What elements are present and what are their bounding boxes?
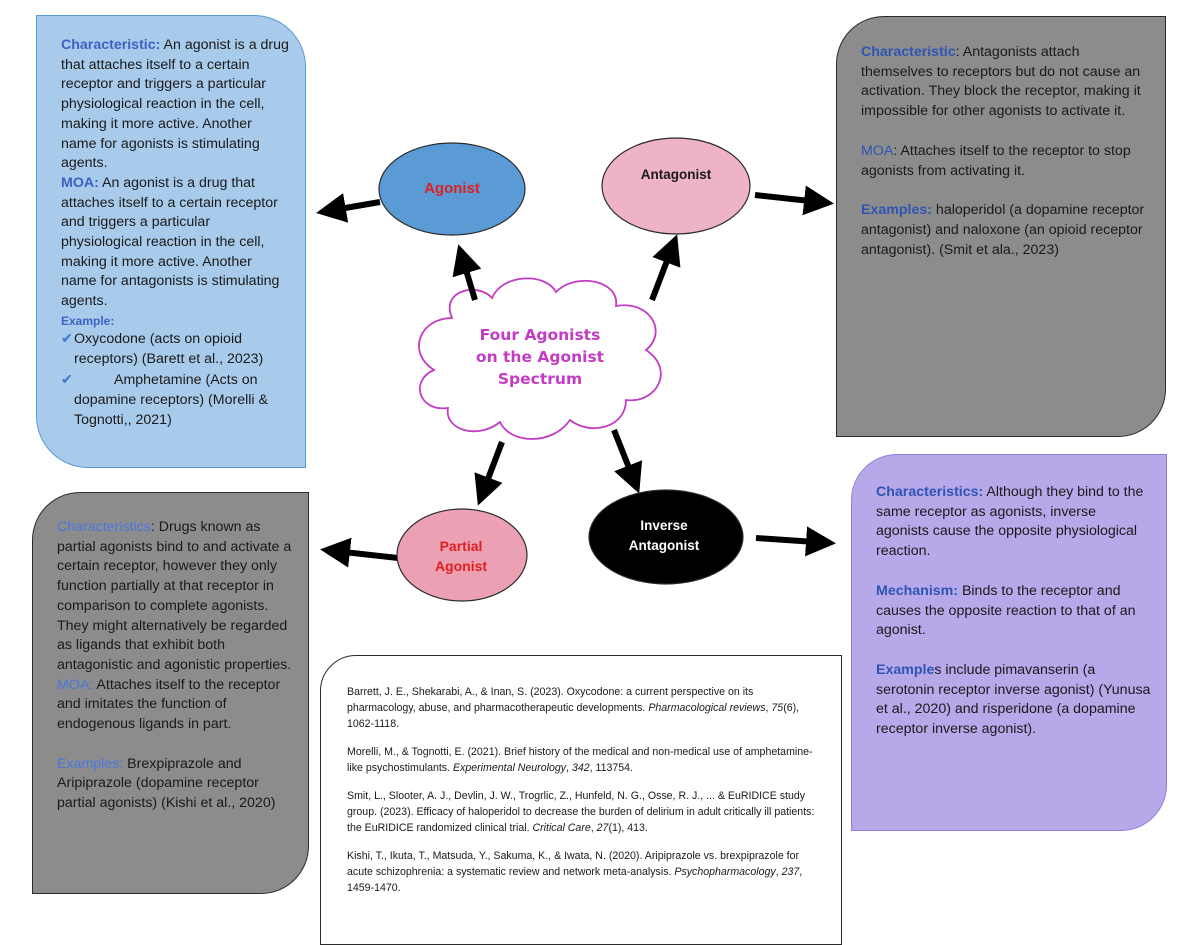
antagonist-examples-text: haloperidol (a dopamine receptor antagon… [861,202,1145,258]
agonist-node [378,142,526,236]
inverse-antagonist-label-line-1: Inverse [640,518,688,533]
inverse-antagonist-label-line-2: Antagonist [628,538,700,553]
arrow-inverse-to-box [755,526,836,557]
agonist-label: Agonist [424,180,480,197]
reference-item: Morelli, M., & Tognotti, E. (2021). Brie… [347,746,813,774]
reference-pages: , 113754. [589,762,634,774]
partial-examples-label: Examples: [57,755,124,772]
reference-volume: 27 [596,822,609,834]
reference-pages: (6), 1062-1118. [347,702,800,730]
agonist-example-item: ✔ Oxycodone (acts on opioid receptors) (… [61,330,291,369]
agonist-example-text: Amphetamine (Acts on dopamine receptors)… [74,372,268,428]
antagonist-examples-label: Examples: [861,202,932,219]
agonist-moa-text: An agonist is a drug that attaches itsel… [61,174,280,310]
reference-pages: (1), 413. [608,822,648,834]
reference-journal: Critical Care [532,822,591,834]
reference-text: Barrett, J. E., Shekarabi, A., & Inan, S… [347,686,754,714]
partial-characteristics-text: : Drugs known as partial agonists bind t… [57,519,292,673]
inverse-examples-label: Example [876,661,935,678]
reference-volume: 237 [781,866,800,878]
arrow-agonist-to-box [316,193,381,223]
partial-examples-text: Brexpiprazole and Aripiprazole (dopamine… [57,755,276,812]
inverse-characteristics-label: Characteristics: [876,484,984,500]
partial-moa-text: Attaches itself to the receptor and imit… [57,676,281,733]
reference-text: Kishi, T., Ikuta, T., Matsuda, Y., Sakum… [347,850,800,878]
inverse-examples-text: s include pimavanserin (a serotonin rece… [876,661,1151,738]
center-title-line-3: Spectrum [497,370,583,388]
partial-agonist-node [396,508,528,602]
partial-moa: MOA: Attaches itself to the receptor and… [57,676,294,735]
partial-examples: Examples: Brexpiprazole and Aripiprazole… [57,755,294,814]
antagonist-info-box: Characteristic: Antagonists attach thems… [836,16,1166,437]
reference-journal: Experimental Neurology [452,762,567,774]
checkmark-icon: ✔ [61,372,73,389]
agonist-characteristic: Characteristic: An agonist is a drug tha… [61,36,291,174]
center-cloud [418,277,662,440]
agonist-characteristic-label: Characteristic: [61,37,161,53]
arrow-partial-to-box [320,537,399,568]
inverse-antagonist-label: Inverse Antagonist [604,516,724,556]
arrow-to-agonist [452,244,482,301]
agonist-characteristic-text: An agonist is a drug that attaches itsel… [61,37,289,172]
arrow-to-inverse [611,428,643,494]
inverse-mechanism-text: Binds to the receptor and causes the opp… [876,582,1136,639]
agonist-example-text: Oxycodone (acts on opioid receptors) (Ba… [74,330,264,367]
reference-item: Barrett, J. E., Shekarabi, A., & Inan, S… [347,686,800,730]
inverse-antagonist-node [588,489,744,585]
inverse-antagonist-info-box: Characteristics: Although they bind to t… [851,454,1167,831]
inverse-characteristics: Characteristics: Although they bind to t… [876,483,1152,562]
antagonist-characteristic-label: Characteristic [861,44,956,60]
antagonist-moa-text: : Attaches itself to the receptor to sto… [861,142,1131,179]
center-title-line-1: Four Agonists [479,326,601,344]
partial-moa-label: MOA: [57,676,94,693]
reference-text: Morelli, M., & Tognotti, E. (2021). Brie… [347,746,813,774]
antagonist-characteristic: Characteristic: Antagonists attach thems… [861,43,1145,122]
agonist-moa: MOA: An agonist is a drug that attaches … [61,174,291,312]
partial-agonist-label-line-1: Partial [439,538,483,554]
reference-item: Smit, L., Slooter, A. J., Devlin, J. W.,… [347,790,815,834]
antagonist-node [601,137,751,235]
antagonist-moa: MOA: Attaches itself to the receptor to … [861,142,1145,181]
reference-volume: 342 [571,762,590,774]
arrow-antagonist-to-box [754,185,834,216]
checkmark-icon: ✔ [61,330,73,347]
antagonist-label: Antagonist [640,167,712,182]
center-title-line-2: on the Agonist [475,348,605,366]
arrow-to-partial [474,440,505,506]
agonist-example-label: Example: [61,313,115,328]
inverse-characteristics-text: Although they bind to the same receptor … [876,484,1144,560]
reference-text: Smit, L., Slooter, A. J., Devlin, J. W.,… [347,790,815,834]
reference-item: Kishi, T., Ikuta, T., Matsuda, Y., Sakum… [347,850,803,894]
partial-agonist-label: Partial Agonist [400,536,522,576]
antagonist-moa-label: MOA [861,142,894,159]
partial-agonist-label-line-2: Agonist [434,558,488,574]
inverse-mechanism-label: Mechanism: [876,582,958,599]
arrow-to-antagonist [649,234,681,302]
partial-agonist-info-box: Characteristics: Drugs known as partial … [32,492,309,894]
reference-journal: Pharmacological reviews [648,702,766,714]
inverse-examples: Examples include pimavanserin (a seroton… [876,661,1152,740]
agonist-info-box: Characteristic: An agonist is a drug tha… [36,15,306,468]
antagonist-examples: Examples: haloperidol (a dopamine recept… [861,201,1145,260]
center-title: Four Agonists on the Agonist Spectrum [450,324,630,390]
reference-pages: , 1459-1470. [347,866,803,894]
reference-journal: Psychopharmacology [674,866,776,878]
antagonist-characteristic-text: : Antagonists attach themselves to recep… [861,44,1141,120]
partial-characteristics: Characteristics: Drugs known as partial … [57,518,294,676]
partial-characteristics-label: Characteristics [57,519,151,535]
inverse-mechanism: Mechanism: Binds to the receptor and cau… [876,582,1152,641]
reference-volume: 75 [771,702,784,714]
agonist-example-item: ✔ Amphetamine (Acts on dopamine receptor… [61,371,291,430]
agonist-moa-label: MOA: [61,174,99,191]
references-box: Barrett, J. E., Shekarabi, A., & Inan, S… [320,655,842,945]
